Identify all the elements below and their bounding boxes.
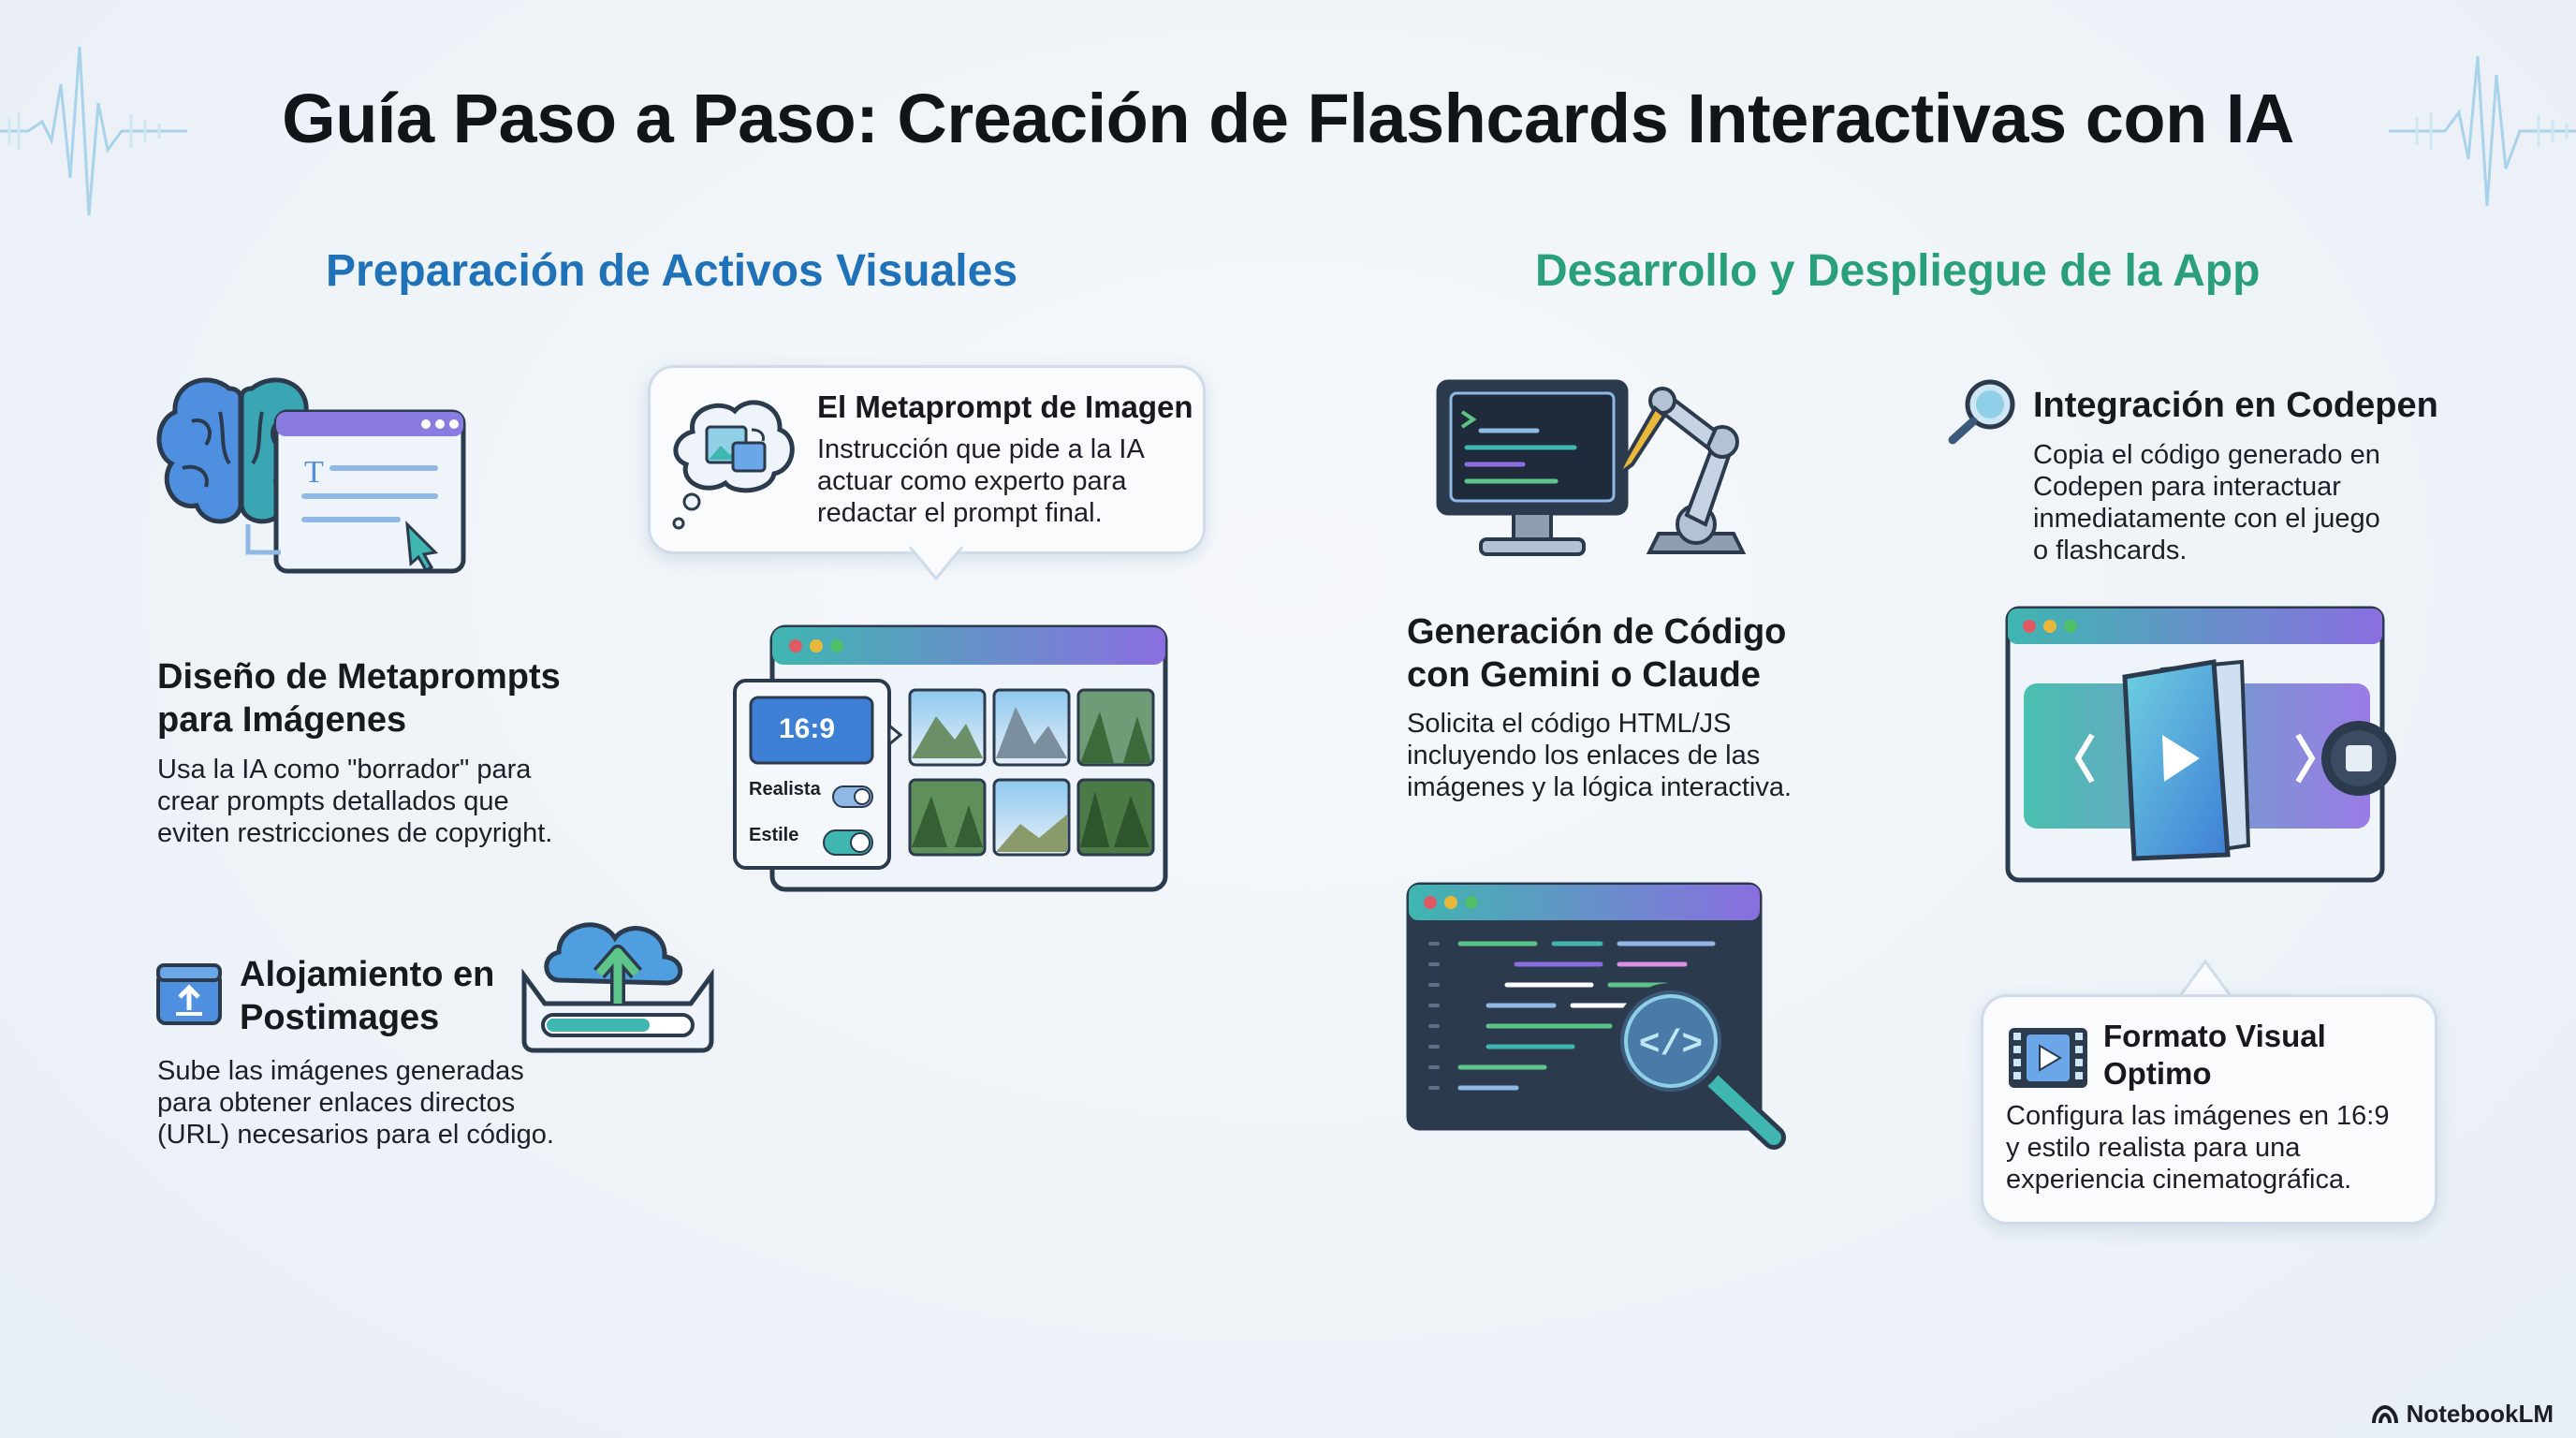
codepen-description: Copia el código generado en Codepen para… xyxy=(2033,440,2380,565)
code-editor-illustration: </> xyxy=(1406,882,1786,1150)
svg-text:T: T xyxy=(304,455,324,490)
waveform-left-decoration xyxy=(0,46,187,216)
svg-text:</>: </> xyxy=(1639,1025,1703,1065)
brain-browser-illustration: T xyxy=(156,377,466,574)
folder-upload-icon xyxy=(156,963,222,1025)
metaprompt-card: El Metaprompt de Imagen Instrucción que … xyxy=(648,365,1206,554)
notebooklm-brand-text: NotebookLM xyxy=(2406,1400,2554,1428)
section-title-app-development: Desarrollo y Despliegue de la App xyxy=(1535,246,2261,296)
section-title-visual-assets: Preparación de Activos Visuales xyxy=(326,246,1018,296)
bubble-pointer xyxy=(908,545,964,581)
visual-format-description: Configura las imágenes en 16:9 y estilo … xyxy=(2006,1101,2390,1195)
magnifier-icon xyxy=(1948,379,2015,445)
notebooklm-brand: NotebookLM xyxy=(2371,1400,2554,1429)
metaprompt-design-description: Usa la IA como "borrador" para crear pro… xyxy=(157,755,553,848)
metaprompt-design-title: Diseño de Metaprompts para Imágenes xyxy=(157,657,561,740)
thought-bubble-image-icon xyxy=(672,400,795,530)
visual-format-card: Formato Visual Optimo Configura las imág… xyxy=(1981,994,2437,1225)
realistic-toggle-label: Realista xyxy=(749,779,821,800)
code-generation-title: Generación de Código con Gemini o Claude xyxy=(1407,612,1787,695)
hosting-title: Alojamiento en Postimages xyxy=(240,955,495,1037)
visual-format-title: Formato Visual Optimo xyxy=(2103,1019,2326,1091)
film-strip-icon xyxy=(2009,1028,2087,1088)
monitor-robot-arm-illustration xyxy=(1436,379,1747,556)
metaprompt-card-description: Instrucción que pide a la IA actuar como… xyxy=(817,434,1145,528)
waveform-right-decoration xyxy=(2389,55,2576,207)
notebooklm-logo-icon xyxy=(2371,1404,2398,1423)
cloud-upload-illustration xyxy=(521,922,714,1053)
image-generator-window xyxy=(733,624,1168,892)
format-card-pointer xyxy=(2177,959,2233,998)
metaprompt-card-title: El Metaprompt de Imagen xyxy=(817,389,1193,424)
codepen-title: Integración en Codepen xyxy=(2033,386,2438,425)
flashcard-carousel-illustration xyxy=(2005,606,2396,883)
page-title: Guía Paso a Paso: Creación de Flashcards… xyxy=(282,80,2294,157)
hosting-description: Sube las imágenes generadas para obtener… xyxy=(157,1056,554,1150)
style-toggle-label: Estile xyxy=(749,825,799,845)
code-generation-description: Solicita el código HTML/JS incluyendo lo… xyxy=(1407,709,1793,802)
aspect-ratio-label: 16:9 xyxy=(779,713,836,744)
